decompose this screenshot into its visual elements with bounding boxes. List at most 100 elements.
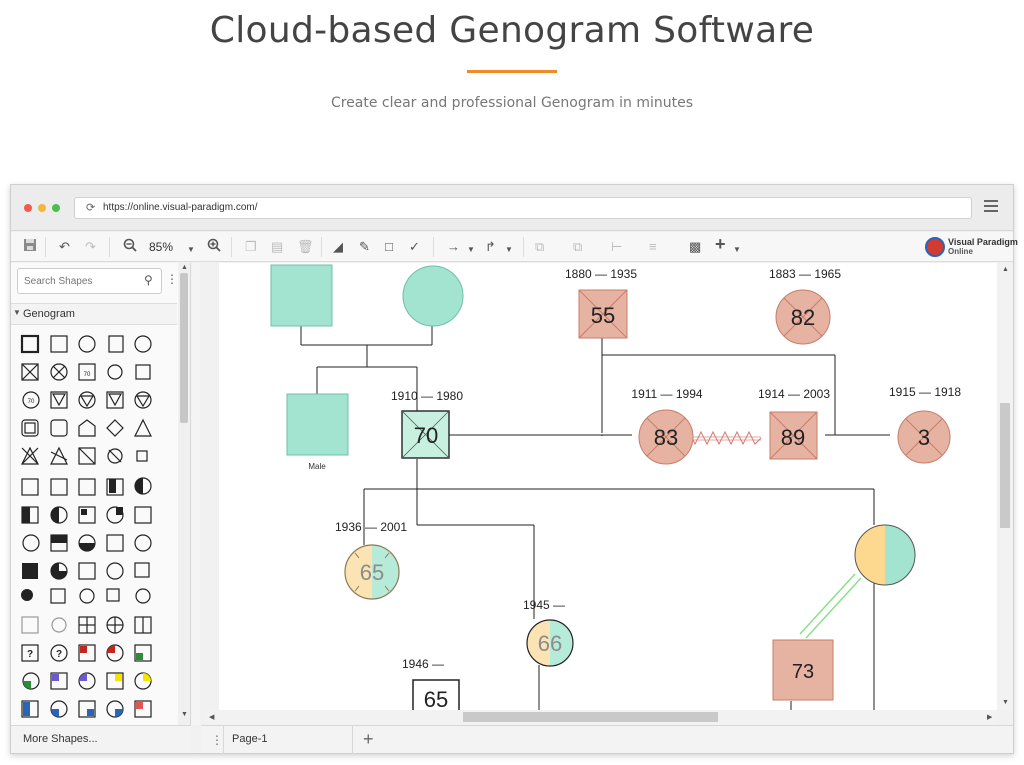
male-node[interactable]: [270, 264, 333, 327]
search-icon[interactable]: ⚲: [144, 273, 153, 287]
address-bar[interactable]: ⟳ https://online.visual-paradigm.com/: [74, 197, 972, 219]
half-left-66: [527, 620, 550, 666]
paste-icon[interactable]: ▤: [271, 239, 284, 254]
svg-text:?: ?: [27, 649, 33, 660]
delete-icon[interactable]: 🗑: [297, 239, 314, 254]
shape-search-field[interactable]: ⚲: [17, 268, 162, 294]
scroll-left-icon[interactable]: ◀: [209, 714, 215, 721]
close-dot[interactable]: [24, 204, 32, 212]
line-color-icon[interactable]: ✎: [359, 239, 370, 254]
maximize-dot[interactable]: [52, 204, 60, 212]
panel-splitter[interactable]: [192, 263, 200, 725]
diagram-canvas[interactable]: Male 55 1880 — 1935 82 1883 — 1965 70 19…: [219, 263, 997, 710]
svg-text:70: 70: [84, 372, 91, 378]
tab-page-1[interactable]: Page-1: [223, 726, 353, 754]
page-menu-icon[interactable]: ⋮: [211, 733, 223, 747]
age-65b: 65: [424, 687, 448, 710]
half-right-66: [550, 620, 573, 666]
connector-dropdown-icon[interactable]: ▼: [467, 245, 475, 254]
minimize-dot[interactable]: [38, 204, 46, 212]
vertical-scroll-thumb[interactable]: [1000, 403, 1010, 528]
format-painter-icon[interactable]: ✓: [409, 239, 420, 254]
front-icon[interactable]: ⧉: [535, 239, 545, 254]
dates-83: 1911 — 1994: [631, 387, 702, 401]
category-genogram[interactable]: ▼ Genogram: [11, 303, 177, 325]
male-label: Male: [308, 462, 326, 471]
dates-65a: 1936 — 2001: [335, 520, 407, 534]
hero-subtitle: Create clear and professional Genogram i…: [330, 95, 694, 111]
scroll-up-icon[interactable]: ▲: [1002, 266, 1009, 273]
sidebar-kebab-icon[interactable]: ⋮: [166, 272, 178, 286]
shape-search-input[interactable]: [24, 273, 136, 289]
page-bar: ⋮ Page-1 +: [201, 725, 1013, 754]
undo-icon[interactable]: ↶: [59, 239, 70, 254]
half-right-65: [372, 545, 399, 599]
insert-dropdown-icon[interactable]: ▼: [733, 245, 741, 254]
visual-paradigm-logo: Visual Paradigm Online: [925, 236, 1018, 258]
dates-55: 1880 — 1935: [565, 267, 637, 281]
female-node[interactable]: [402, 265, 464, 327]
scroll-down-icon[interactable]: ▼: [181, 711, 188, 718]
half-right-partner: [885, 525, 915, 585]
add-page-icon[interactable]: +: [363, 729, 374, 749]
distribute-icon[interactable]: ≡: [649, 239, 657, 254]
shape-sidebar: ⚲ ⋮ ▼ Genogram: [11, 263, 191, 725]
back-icon[interactable]: ⧉: [573, 239, 583, 254]
horizontal-scroll-thumb[interactable]: [463, 712, 718, 722]
refresh-icon[interactable]: ⟳: [86, 202, 96, 214]
genogram-shape-grid[interactable]: ? ? 70 70: [17, 333, 167, 723]
genogram-diagram: Male 55 1880 — 1935 82 1883 — 1965 70 19…: [270, 264, 961, 710]
half-left-partner: [855, 525, 885, 585]
age-89: 89: [781, 425, 805, 450]
zoom-level[interactable]: 85%: [149, 240, 174, 254]
svg-text:70: 70: [28, 399, 35, 405]
age-70: 70: [414, 423, 438, 448]
female-node-66[interactable]: [526, 619, 574, 667]
svg-text:?: ?: [56, 649, 62, 660]
align-icon[interactable]: ⊢: [611, 239, 623, 254]
hamburger-icon[interactable]: [984, 200, 998, 212]
zoom-out-icon[interactable]: [123, 238, 137, 257]
browser-window: ⟳ https://online.visual-paradigm.com/ ↶ …: [10, 184, 1018, 754]
dates-66: 1945 —: [523, 598, 565, 612]
connector-icon[interactable]: →: [447, 239, 460, 254]
dates-3: 1915 — 1918: [889, 385, 961, 399]
dates-89: 1914 — 2003: [758, 387, 830, 401]
waypoint-dropdown-icon[interactable]: ▼: [505, 245, 513, 254]
browser-titlebar: ⟳ https://online.visual-paradigm.com/: [11, 185, 1013, 231]
scroll-right-icon[interactable]: ▶: [987, 714, 993, 721]
shape-palette: ? ? 70 70: [17, 333, 167, 728]
age-55: 55: [591, 303, 615, 328]
age-73: 73: [792, 661, 814, 683]
insert-icon[interactable]: +: [715, 234, 726, 254]
male-node-73[interactable]: [772, 639, 834, 701]
scroll-down-icon[interactable]: ▼: [1002, 699, 1009, 706]
fill-icon[interactable]: ◢: [333, 239, 343, 254]
female-node-65[interactable]: [344, 544, 400, 600]
age-66: 66: [538, 631, 562, 656]
scroll-up-icon[interactable]: ▲: [181, 264, 188, 271]
fit-icon[interactable]: ▩: [689, 239, 702, 254]
editor-toolbar: ↶ ↷ 85% ▼ ❐ ▤ 🗑 ◢ ✎ □ ✓ → ▼ ↱ ▼ ⧉ ⧉ ⊢ ≡ …: [11, 232, 1018, 262]
zoom-dropdown-icon[interactable]: ▼: [187, 245, 195, 254]
sidebar-scrollbar[interactable]: ▲ ▼: [178, 263, 190, 725]
redo-icon[interactable]: ↷: [85, 239, 96, 254]
save-icon[interactable]: [23, 238, 37, 257]
more-shapes-button[interactable]: More Shapes...: [11, 725, 191, 753]
dates-65b: 1946 —: [402, 657, 444, 671]
age-3: 3: [918, 425, 930, 450]
dates-70: 1910 — 1980: [391, 389, 463, 403]
zoom-in-icon[interactable]: [207, 238, 221, 257]
canvas-vertical-scrollbar[interactable]: ▲ ▼: [997, 263, 1013, 710]
shadow-icon[interactable]: □: [385, 239, 393, 254]
half-left-65: [345, 545, 372, 599]
copy-icon[interactable]: ❐: [245, 239, 257, 254]
male-child-node[interactable]: [286, 393, 349, 456]
canvas-horizontal-scrollbar[interactable]: ◀ ▶: [205, 710, 997, 724]
male-node-65[interactable]: [412, 679, 460, 710]
hero-title: Cloud-based Genogram Software: [209, 10, 815, 51]
female-node-partner[interactable]: [854, 524, 916, 586]
chevron-down-icon: ▼: [13, 308, 21, 317]
waypoint-icon[interactable]: ↱: [485, 239, 496, 254]
sidebar-scroll-thumb[interactable]: [180, 273, 188, 423]
